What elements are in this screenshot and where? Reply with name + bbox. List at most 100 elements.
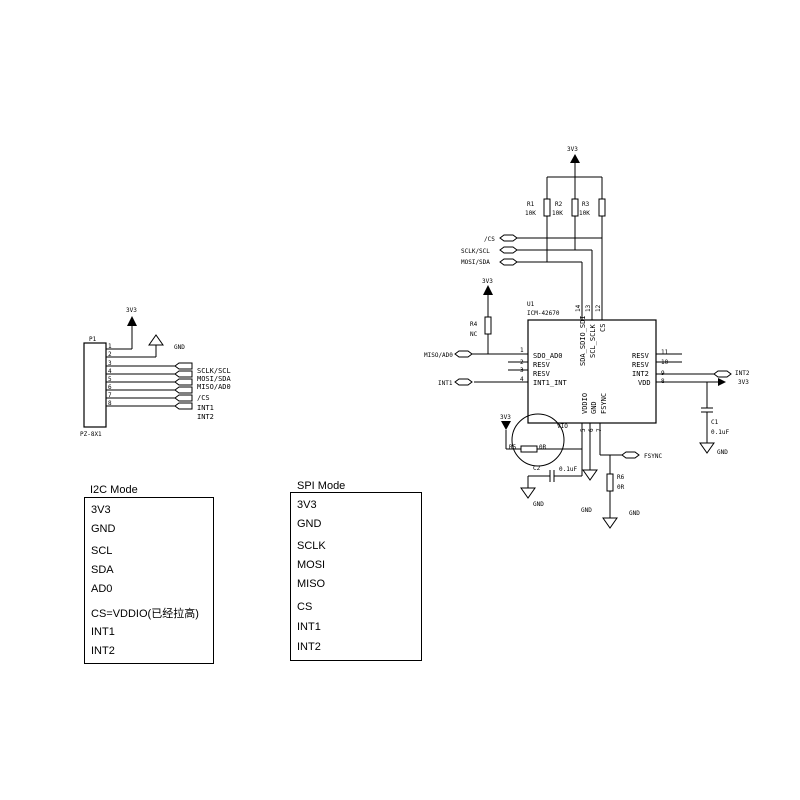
chip-u1: U1 ICM-42670 1 2 3 4 SDO_AD0 RESV RESV I… (474, 301, 718, 470)
pin-number: 10 (661, 359, 669, 366)
port-flag-icon (174, 402, 193, 410)
list-item: MISO (297, 578, 326, 590)
signal-label: MOSI/SDA (197, 375, 232, 383)
right-side-nets: INT2 3V3 C1 0.1uF GND (699, 370, 750, 456)
r1-resistor (543, 198, 551, 217)
pin-number: 7 (596, 428, 603, 432)
chip-pin-name: RESV (632, 361, 650, 369)
pin-number: 3 (108, 360, 112, 367)
gnd-label: GND (174, 344, 185, 351)
connector-ref: P1 (89, 336, 97, 343)
chip-pin-name: VDD (638, 379, 651, 387)
list-item: INT2 (297, 641, 321, 653)
supply-arrow-icon (483, 285, 493, 295)
list-item: AD0 (91, 583, 113, 595)
pin-number: 5 (108, 376, 112, 383)
net-port-label: INT1 (438, 380, 453, 387)
connector-part: PZ-8X1 (80, 431, 102, 438)
spi-mode-title: SPI Mode (297, 480, 346, 492)
net-port-icon (499, 234, 518, 242)
highlight-circle (511, 413, 565, 467)
gnd-label: GND (581, 507, 592, 514)
resistor-ref: R1 (527, 201, 535, 208)
chip-body (527, 319, 657, 424)
chip-pin-name: VDDIO (581, 393, 589, 414)
pin-number: 11 (661, 349, 669, 356)
pin-number: 9 (661, 370, 665, 377)
pin-number: 5 (580, 428, 587, 432)
resistor-ref: R2 (555, 201, 563, 208)
connector-body (83, 342, 107, 428)
r2-resistor (571, 198, 579, 217)
supply-arrow-icon (127, 316, 137, 326)
gnd-icon (582, 469, 598, 481)
net-port-icon (499, 246, 518, 254)
resistor-ref: R6 (617, 474, 625, 481)
pin-number: 2 (520, 359, 524, 366)
port-flag-icon (174, 394, 193, 402)
pin-number: 8 (661, 378, 665, 385)
list-item: GND (91, 523, 116, 535)
pin-number: 2 (108, 351, 112, 358)
list-item: SDA (91, 564, 114, 576)
supply-label: 3V3 (738, 379, 749, 386)
net-port-label: SCLK/SCL (461, 248, 490, 255)
list-item: 3V3 (91, 504, 111, 516)
capacitor-ref: C1 (711, 419, 719, 426)
i2c-mode-box: 3V3 GND SCL SDA AD0 CS=VDDIO(已经拉高) INT1 … (84, 497, 214, 664)
signal-label: /CS (197, 394, 210, 402)
signal-label: INT2 (197, 413, 214, 421)
net-port-label: MISO/AD0 (424, 352, 453, 359)
chip-pin-name: RESV (533, 361, 551, 369)
pin-number: 14 (575, 304, 582, 312)
r5-resistor (520, 445, 538, 453)
resistor-value: 0R (617, 484, 625, 491)
chip-ref: U1 (527, 301, 535, 308)
chip-pin-name: CS (599, 324, 607, 332)
chip-pin-name: SDO_AD0 (533, 352, 563, 360)
resistor-value: 10K (579, 210, 590, 217)
pin-number: 4 (520, 376, 524, 383)
supply-label: 3V3 (500, 414, 511, 421)
capacitor-ref: C2 (533, 465, 541, 472)
net-port-label: MOSI/SDA (461, 259, 490, 266)
signal-label: INT1 (197, 404, 214, 412)
resistor-ref: R3 (582, 201, 590, 208)
pin-number: 4 (108, 368, 112, 375)
net-port-label: INT2 (735, 370, 750, 377)
net-port-label: VIO (557, 423, 568, 430)
signal-label: SCLK/SCL (197, 367, 231, 375)
list-item: INT2 (91, 645, 115, 657)
port-flag-icon (174, 386, 193, 394)
chip-pin-name: FSYNC (600, 393, 608, 414)
gnd-icon (520, 487, 536, 499)
pin-number: 6 (588, 428, 595, 432)
net-port-icon (454, 378, 473, 386)
supply-label: 3V3 (482, 278, 493, 285)
pin-number: 1 (108, 343, 112, 350)
chip-pin-name: RESV (533, 370, 551, 378)
gnd-icon (699, 442, 715, 454)
signal-label: MISO/AD0 (197, 383, 231, 391)
resistor-value: 0R (539, 444, 547, 451)
r3-resistor (598, 198, 606, 217)
net-port-icon (621, 451, 640, 459)
supply-arrow-icon (570, 154, 580, 163)
pullup-network: 3V3 R1 10K R2 10K R3 10K /CS SCLK/SCL MO… (461, 146, 606, 320)
connector-p1: P1 PZ-8X1 1 2 3 4 5 6 7 8 3V3 GND (80, 307, 232, 438)
chip-pin-name: INT1_INT (533, 379, 568, 387)
chip-pin-name: SCL_SCLK (589, 323, 597, 358)
port-flag-icon (174, 378, 193, 386)
pin-number: 6 (108, 384, 112, 391)
capacitor-value: 0.1uF (711, 429, 729, 436)
pin-number: 13 (585, 304, 592, 312)
supply-arrow-icon (718, 378, 726, 386)
list-item: INT1 (91, 626, 115, 638)
r6-resistor (606, 473, 614, 492)
net-port-icon (454, 350, 473, 358)
capacitor-value: 0.1uF (559, 466, 577, 473)
r4-branch: 3V3 R4 NC MISO/AD0 INT1 (424, 278, 493, 387)
net-port-label: FSYNC (644, 453, 662, 460)
list-item: CS=VDDIO(已经拉高) (91, 608, 199, 620)
